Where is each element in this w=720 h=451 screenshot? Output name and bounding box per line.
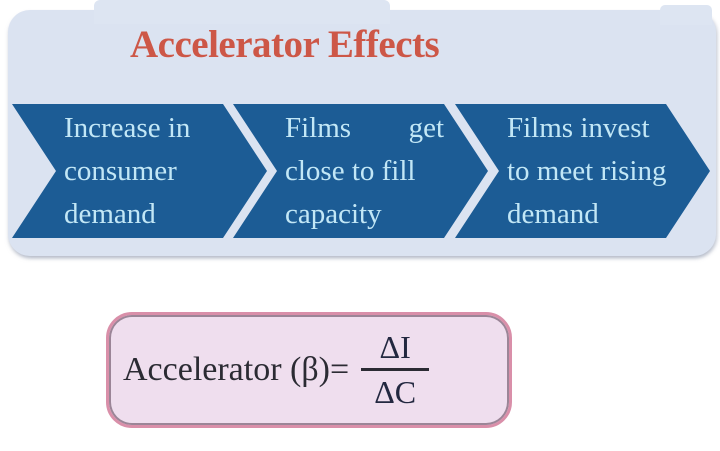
flow-step-firms-invest: Films invest to meet rising demand: [455, 104, 710, 238]
flow-step-line: Films get: [285, 112, 444, 144]
flow-step-line: Increase in: [64, 112, 191, 144]
flow-step-fill-capacity: Films get close to fill capacity: [233, 104, 488, 238]
flow-step-line: close to fill: [285, 155, 416, 187]
flow-step-line: Films invest: [507, 112, 650, 144]
formula-fraction: ΔI ΔC: [361, 328, 430, 410]
flow-step-line: capacity: [285, 198, 382, 230]
flow-step-line: consumer: [64, 155, 177, 187]
panel-top-tab: [94, 0, 390, 24]
accelerator-effects-panel: Accelerator Effects Increase in consumer…: [8, 0, 716, 256]
formula-numerator: ΔI: [379, 328, 411, 365]
flow-step-line: to meet rising: [507, 155, 667, 187]
flow-step-line: demand: [507, 198, 599, 230]
fraction-bar: [361, 368, 430, 371]
formula-lhs: Accelerator (β)=: [123, 351, 350, 388]
flow-step-line: demand: [64, 198, 156, 230]
formula-denominator: ΔC: [374, 374, 417, 410]
accelerator-formula-box: Accelerator (β)= ΔI ΔC: [106, 312, 512, 428]
flow-step-increase-demand: Increase in consumer demand: [12, 104, 267, 238]
panel-top-right-tab: [660, 5, 712, 25]
page-title: Accelerator Effects: [130, 23, 440, 66]
